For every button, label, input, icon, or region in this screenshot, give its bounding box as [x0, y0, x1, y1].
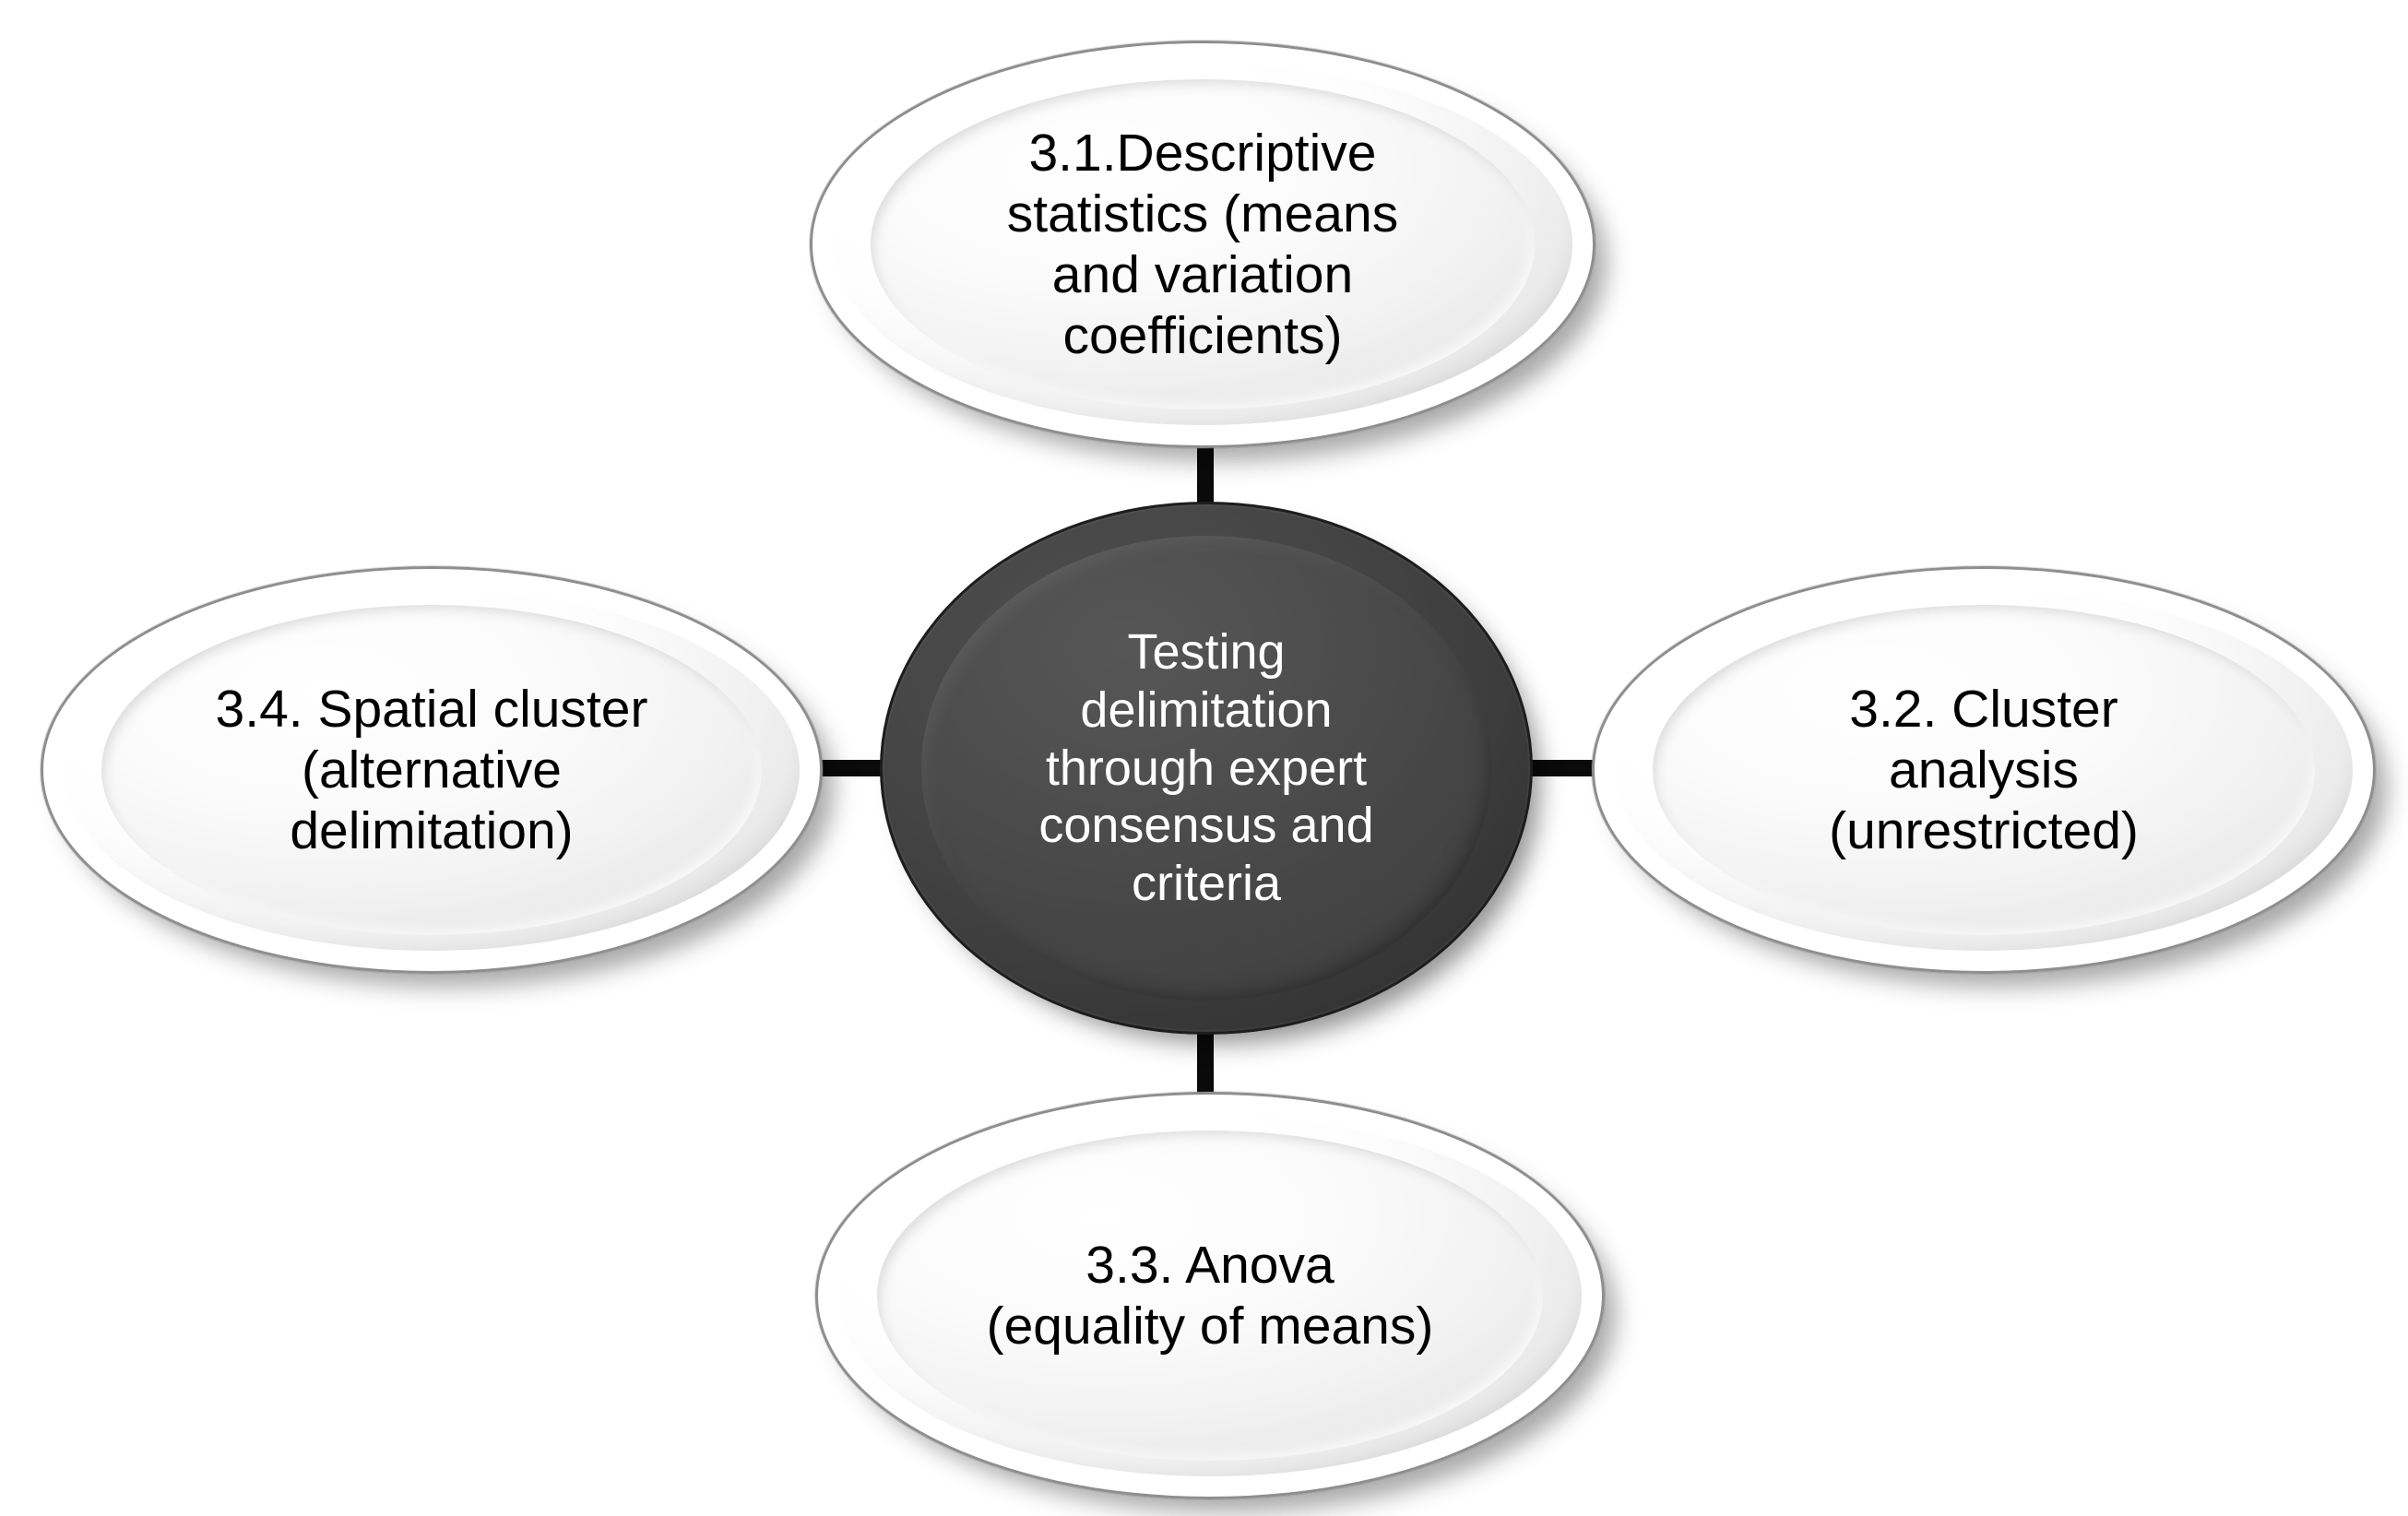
connector-center-to-right — [1527, 760, 1599, 776]
node-anova[interactable]: 3.3. Anova (equality of means) — [815, 1092, 1605, 1499]
node-anova-label: 3.3. Anova (equality of means) — [986, 1235, 1434, 1356]
node-cluster-analysis-label: 3.2. Cluster analysis (unrestricted) — [1829, 679, 2139, 861]
node-descriptive-statistics-label: 3.1.Descriptive statistics (means and va… — [1006, 123, 1399, 366]
connector-center-to-left — [812, 760, 884, 776]
node-spatial-cluster-label: 3.4. Spatial cluster (alternative delimi… — [215, 679, 648, 861]
node-center-hub[interactable]: Testing delimitation through expert cons… — [880, 502, 1533, 1035]
node-center-hub-label: Testing delimitation through expert cons… — [1038, 624, 1374, 911]
connector-center-to-bottom — [1197, 1029, 1214, 1096]
connector-center-to-top — [1197, 441, 1214, 507]
node-descriptive-statistics[interactable]: 3.1.Descriptive statistics (means and va… — [810, 41, 1595, 448]
node-spatial-cluster[interactable]: 3.4. Spatial cluster (alternative delimi… — [41, 566, 823, 974]
node-cluster-analysis[interactable]: 3.2. Cluster analysis (unrestricted) — [1592, 566, 2376, 974]
